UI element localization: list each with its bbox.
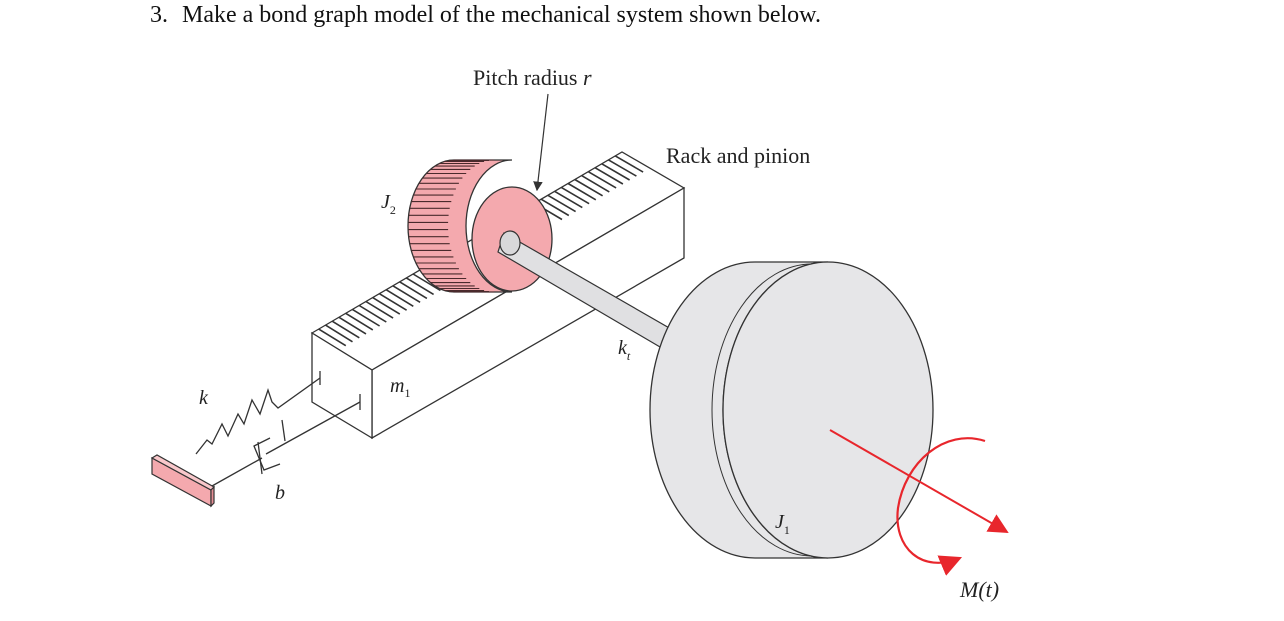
disk-front-face bbox=[722, 261, 934, 559]
rack-tooth bbox=[547, 194, 577, 213]
moment-axis-arrow bbox=[829, 429, 1009, 533]
rack-tooth bbox=[351, 308, 381, 327]
pinion-teeth bbox=[408, 159, 494, 293]
rack-tooth bbox=[405, 277, 435, 296]
rack-tooth bbox=[587, 171, 617, 189]
rack-tooth bbox=[601, 163, 631, 181]
rack-tooth bbox=[399, 281, 428, 300]
j1-label: J1 bbox=[775, 511, 790, 537]
moment-rotation-arrow bbox=[896, 437, 986, 576]
pitch-radius-leader bbox=[533, 93, 549, 192]
rack-tooth bbox=[325, 324, 353, 343]
m1-label: m1 bbox=[390, 375, 410, 400]
kt-label: kt bbox=[618, 337, 631, 363]
rack-tooth bbox=[560, 186, 590, 205]
question-number: 3. bbox=[150, 2, 168, 28]
rack-tooth bbox=[540, 198, 570, 217]
moment-vector bbox=[829, 429, 1009, 576]
question-text: 3. Make a bond graph model of the mechani… bbox=[150, 2, 821, 29]
j2-label: J2 bbox=[381, 191, 396, 217]
rack-tooth bbox=[594, 167, 624, 185]
rack-tooth bbox=[392, 285, 421, 303]
rack-tooth bbox=[365, 300, 394, 319]
rack-tooth bbox=[345, 312, 374, 331]
rack-tooth bbox=[412, 273, 441, 292]
rack-tooth bbox=[338, 316, 367, 335]
rack-tooth bbox=[372, 296, 401, 315]
damper-rod-left bbox=[211, 457, 263, 487]
k-label: k bbox=[199, 387, 209, 409]
rack-tooth bbox=[331, 320, 360, 339]
spring-damper bbox=[195, 371, 361, 487]
spring-k bbox=[195, 377, 321, 455]
rack-tooth bbox=[318, 328, 347, 347]
damper-cylinder bbox=[253, 437, 281, 471]
flywheel-disk bbox=[649, 261, 934, 559]
rack-front-face bbox=[311, 331, 373, 440]
rack-tooth bbox=[614, 155, 644, 173]
damper-rod-right bbox=[265, 401, 361, 455]
moment-label: M(t) bbox=[959, 577, 999, 602]
rack-tooth bbox=[608, 159, 637, 177]
rack-tooth bbox=[581, 174, 610, 193]
pitch-radius-label: Pitch radius r bbox=[473, 65, 592, 90]
rack-tooth bbox=[567, 182, 597, 201]
rack-tooth bbox=[378, 293, 408, 311]
pinion-body bbox=[407, 159, 513, 293]
rack-tooth bbox=[574, 178, 604, 197]
rack-tooth bbox=[385, 289, 414, 307]
rack-and-pinion-label: Rack and pinion bbox=[666, 143, 810, 168]
rack-tooth bbox=[554, 190, 583, 209]
ground-wall bbox=[150, 454, 215, 508]
question-body: Make a bond graph model of the mechanica… bbox=[182, 2, 821, 28]
rack-teeth bbox=[318, 155, 644, 347]
b-label: b bbox=[275, 482, 285, 504]
rack-tooth bbox=[358, 304, 387, 323]
